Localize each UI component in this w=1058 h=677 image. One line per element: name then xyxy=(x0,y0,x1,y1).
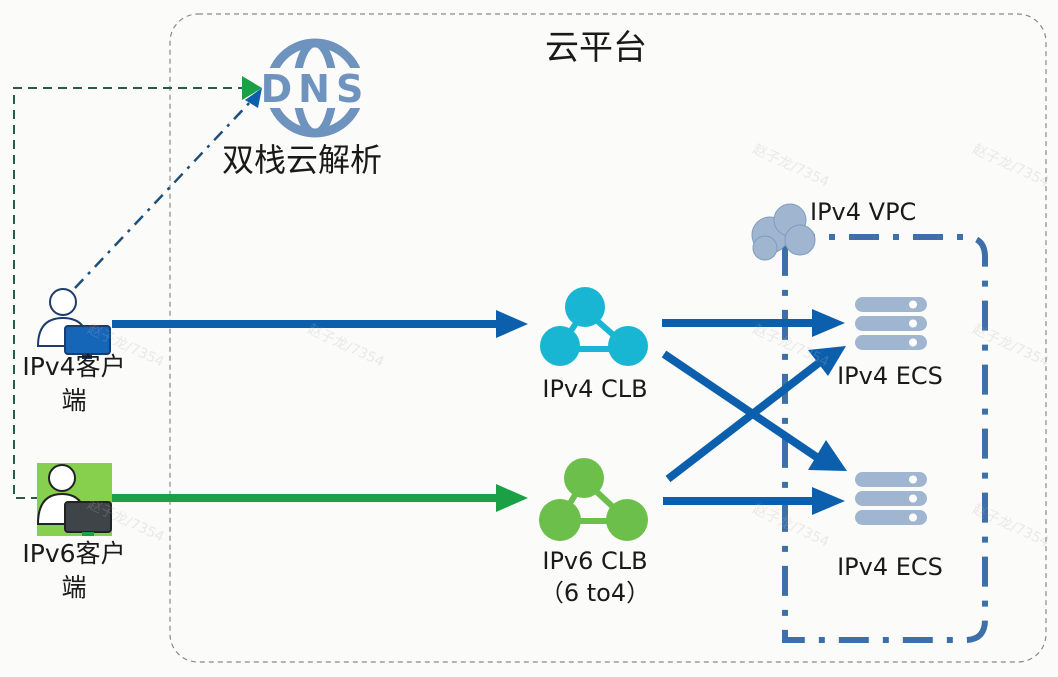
dns-icon-text: DNS xyxy=(261,67,370,111)
vpc-boundary xyxy=(782,234,988,643)
cloud-platform-title: 云平台 xyxy=(545,28,647,68)
ipv4-client-label-line1: IPv4客户 xyxy=(22,352,126,381)
edge-ipv4-clb-ecs2 xyxy=(661,350,821,462)
ipv6-client-label-line2: 端 xyxy=(61,573,87,602)
ipv6-client-label: IPv6客户 端 xyxy=(4,537,144,605)
ecs-1-label: IPv4 ECS xyxy=(837,362,943,390)
ipv4-client-icon xyxy=(36,288,111,359)
ipv6-clb-label-line1: IPv6 CLB xyxy=(542,547,648,575)
ecs-2-server-icon xyxy=(855,472,927,525)
ipv4-client-label-line2: 端 xyxy=(61,386,87,415)
clb-ecs-arrows xyxy=(661,309,847,515)
dns-arrowhead-blue xyxy=(245,88,262,108)
ipv6-clb-label-line2: （6 to4） xyxy=(539,579,651,607)
arrowhead xyxy=(496,310,528,338)
ipv6-client-icon xyxy=(36,463,112,536)
ipv4-clb-label: IPv4 CLB xyxy=(505,373,685,405)
ipv4-clb-label-line1: IPv4 CLB xyxy=(542,375,648,403)
arrowhead xyxy=(808,346,846,376)
ipv6-clb-label: IPv6 CLB （6 to4） xyxy=(505,545,685,609)
cloud-platform-boundary xyxy=(169,13,1047,663)
edge-ipv4-client-dns xyxy=(74,99,253,289)
vpc-cloud-icon xyxy=(751,203,816,261)
vpc-label: IPv4 VPC xyxy=(810,198,917,226)
arrowhead xyxy=(496,484,528,512)
dns-label: 双栈云解析 xyxy=(222,141,383,179)
ecs-2-label: IPv4 ECS xyxy=(837,553,943,581)
ipv6-client-label-line1: IPv6客户 xyxy=(22,539,126,568)
arrowhead xyxy=(808,440,847,471)
ipv4-client-label: IPv4客户 端 xyxy=(4,350,144,418)
arrowhead xyxy=(812,309,845,337)
ipv6-clb-icon xyxy=(539,458,648,541)
arrowhead xyxy=(812,487,845,515)
dns-arrowhead-green xyxy=(242,76,262,100)
ipv4-clb-icon xyxy=(540,287,648,366)
edge-ipv6-clb-ecs1 xyxy=(665,358,823,483)
dns-globe-icon: DNS xyxy=(261,38,370,138)
ecs-1-server-icon xyxy=(855,297,927,350)
edge-ipv6-client-dns xyxy=(13,87,245,499)
